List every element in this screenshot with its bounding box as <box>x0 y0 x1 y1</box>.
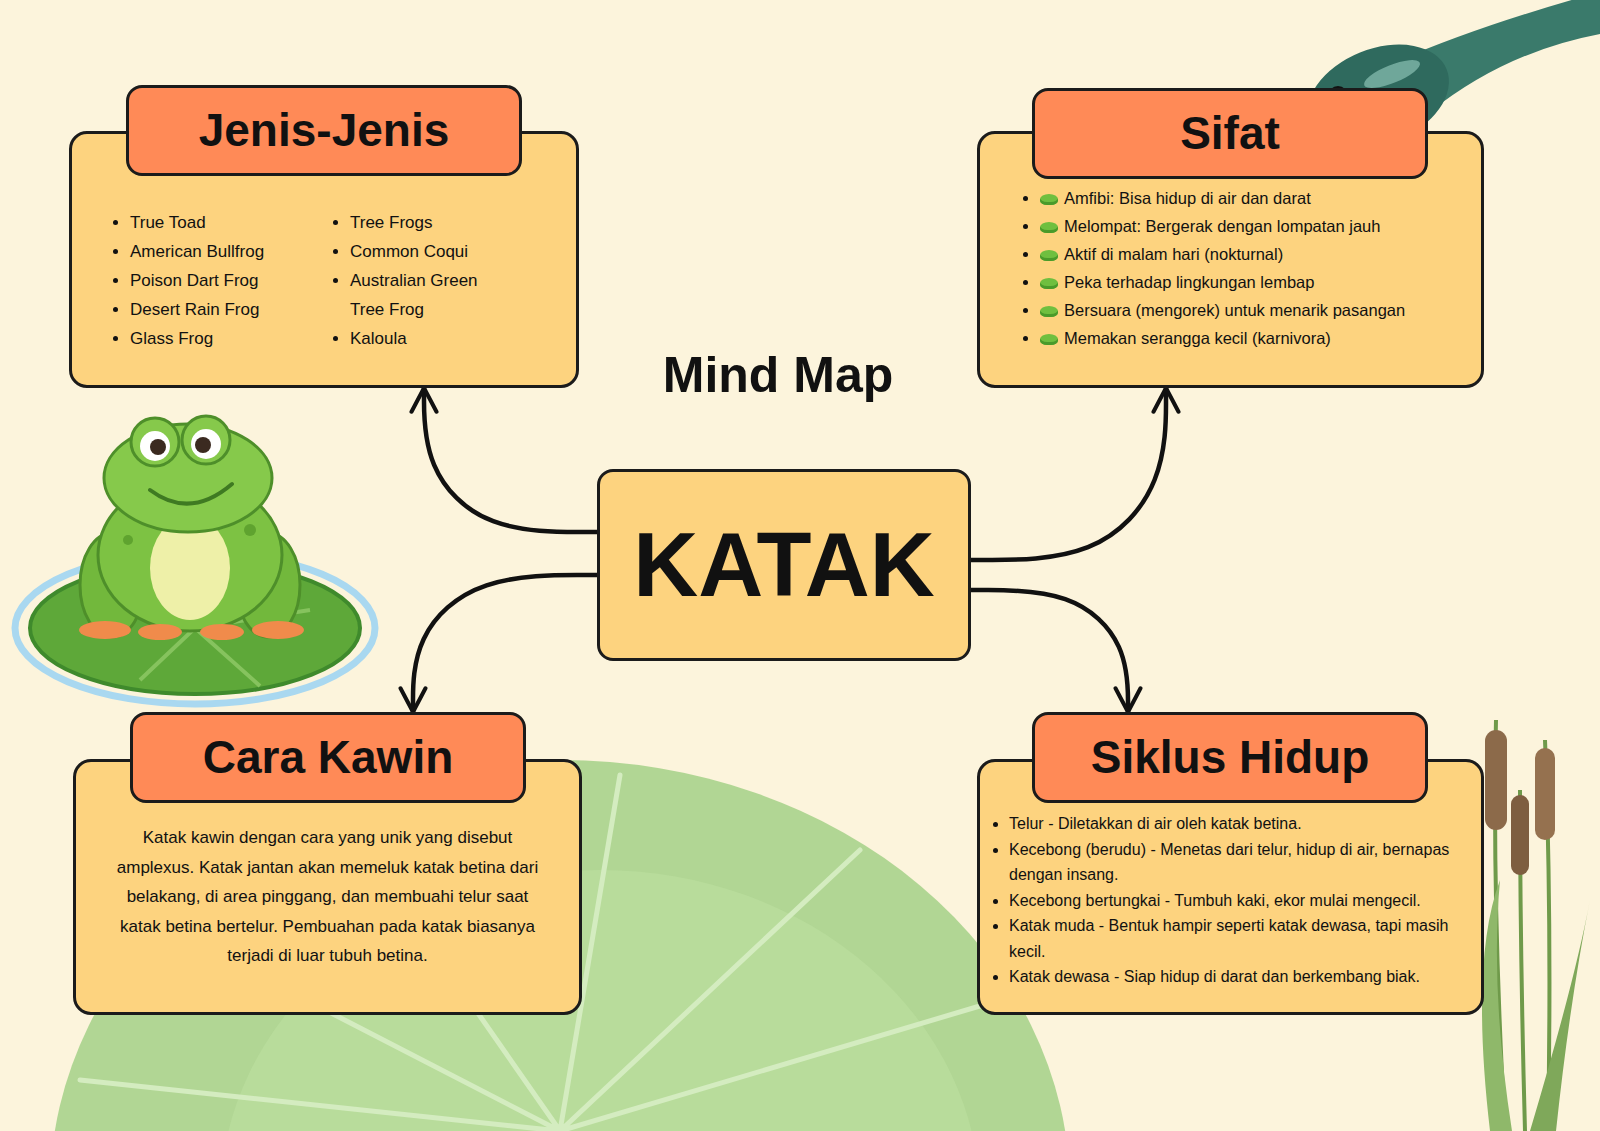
list-item-text: Kaloula <box>350 329 407 348</box>
list-item-text: Tree Frogs <box>350 213 433 232</box>
heading-text: Cara Kawin <box>203 732 454 783</box>
list-item-text: Telur - Diletakkan di air oleh katak bet… <box>1009 815 1302 832</box>
large-lily-pad <box>50 760 1070 1131</box>
list-columns: True ToadAmerican BullfrogPoison Dart Fr… <box>72 208 564 353</box>
bullet-list: True ToadAmerican BullfrogPoison Dart Fr… <box>72 208 350 353</box>
paragraph-text: Katak kawin dengan cara yang unik yang d… <box>108 823 547 971</box>
list-item-text: Melompat: Bergerak dengan lompatan jauh <box>1064 217 1380 235</box>
bullet-list: Telur - Diletakkan di air oleh katak bet… <box>980 811 1469 990</box>
list-item: Memakan serangga kecil (karnivora) <box>1040 324 1469 352</box>
map-title: Mind Map <box>628 345 928 405</box>
list-item-text: Kecebong (berudu) - Menetas dari telur, … <box>1009 841 1449 884</box>
list-item-text: Katak dewasa - Siap hidup di darat dan b… <box>1009 968 1420 985</box>
mind-map-card: True ToadAmerican BullfrogPoison Dart Fr… <box>69 85 579 388</box>
frog-foot <box>138 624 182 640</box>
list-item-text: Katak muda - Bentuk hampir seperti katak… <box>1009 917 1448 960</box>
frog-illustration <box>15 416 375 704</box>
central-topic-text: KATAK <box>633 520 935 610</box>
heading-text: Sifat <box>1180 108 1280 159</box>
mind-map-card: KATAK <box>597 469 971 661</box>
heading-tab: Jenis-Jenis <box>126 85 522 176</box>
list-item: True Toad <box>130 208 350 237</box>
frog-eye-white <box>140 431 170 461</box>
heading-tab: Cara Kawin <box>130 712 526 803</box>
list-item: Poison Dart Frog <box>130 266 350 295</box>
curved-arrow <box>971 590 1128 712</box>
frog-foot <box>200 624 244 640</box>
list-item: Katak muda - Bentuk hampir seperti katak… <box>1009 913 1469 964</box>
list-item: Common Coqui <box>350 237 510 266</box>
list-item-text: Poison Dart Frog <box>130 271 259 290</box>
frog-eye <box>182 416 230 464</box>
list-item-text: Common Coqui <box>350 242 468 261</box>
cattail-head <box>1485 730 1507 830</box>
frog-eye-white <box>191 429 221 459</box>
heading-tab: Sifat <box>1032 88 1428 179</box>
list-item-text: Aktif di malam hari (nokturnal) <box>1064 245 1283 263</box>
heading-tab: Siklus Hidup <box>1032 712 1428 803</box>
list-item: Amfibi: Bisa hidup di air dan darat <box>1040 184 1469 212</box>
frog-spot <box>123 535 133 545</box>
cattail-illustration <box>1482 720 1590 1131</box>
list-item: Katak dewasa - Siap hidup di darat dan b… <box>1009 964 1469 990</box>
list-item: Melompat: Bergerak dengan lompatan jauh <box>1040 212 1469 240</box>
list-item-text: Bersuara (mengorek) untuk menarik pasang… <box>1064 301 1405 319</box>
list-item-text: Desert Rain Frog <box>130 300 259 319</box>
cattail-head <box>1535 748 1555 840</box>
list-item: Aktif di malam hari (nokturnal) <box>1040 240 1469 268</box>
mind-map-card: Telur - Diletakkan di air oleh katak bet… <box>977 712 1484 1015</box>
cattail-leaf <box>1482 880 1512 1131</box>
frog-pupil <box>195 437 211 453</box>
list-item: Glass Frog <box>130 324 350 353</box>
curved-arrow <box>413 575 597 712</box>
list-item-text: American Bullfrog <box>130 242 264 261</box>
frog-eye <box>131 418 179 466</box>
list-item: Kecebong bertungkai - Tumbuh kaki, ekor … <box>1009 888 1469 914</box>
list-item-text: Memakan serangga kecil (karnivora) <box>1064 329 1331 347</box>
list-item: Tree Frogs <box>350 208 510 237</box>
list-item-text: Glass Frog <box>130 329 213 348</box>
list-item: Telur - Diletakkan di air oleh katak bet… <box>1009 811 1469 837</box>
frog-foot <box>79 621 131 639</box>
mind-map-card: Katak kawin dengan cara yang unik yang d… <box>73 712 582 1015</box>
frog-pupil <box>150 439 166 455</box>
list-item: Peka terhadap lingkungan lembap <box>1040 268 1469 296</box>
frog-spot <box>244 524 256 536</box>
frog-smile <box>150 484 232 504</box>
list-item-text: Amfibi: Bisa hidup di air dan darat <box>1064 189 1311 207</box>
list-item: Kecebong (berudu) - Menetas dari telur, … <box>1009 837 1469 888</box>
cattail-head <box>1511 795 1529 875</box>
list-item-text: Australian Green Tree Frog <box>350 271 478 319</box>
curved-arrow <box>424 388 597 532</box>
list-item: Australian Green Tree Frog <box>350 266 510 324</box>
mind-map-card: Amfibi: Bisa hidup di air dan daratMelom… <box>977 88 1484 388</box>
bullet-list: Amfibi: Bisa hidup di air dan daratMelom… <box>980 184 1469 352</box>
lily-pad-leaf <box>50 760 1070 1131</box>
list-item: Kaloula <box>350 324 510 353</box>
list-item-text: True Toad <box>130 213 206 232</box>
bullet-list: Tree FrogsCommon CoquiAustralian Green T… <box>350 208 510 353</box>
list-item: Desert Rain Frog <box>130 295 350 324</box>
list-item-text: Peka terhadap lingkungan lembap <box>1064 273 1314 291</box>
list-item-text: Kecebong bertungkai - Tumbuh kaki, ekor … <box>1009 892 1421 909</box>
heading-text: Siklus Hidup <box>1091 732 1370 783</box>
frog-foot <box>252 621 304 639</box>
heading-text: Jenis-Jenis <box>199 105 450 156</box>
list-item: American Bullfrog <box>130 237 350 266</box>
curved-arrow <box>971 388 1166 560</box>
cattail-leaf <box>1530 900 1590 1131</box>
list-item: Bersuara (mengorek) untuk menarik pasang… <box>1040 296 1469 324</box>
